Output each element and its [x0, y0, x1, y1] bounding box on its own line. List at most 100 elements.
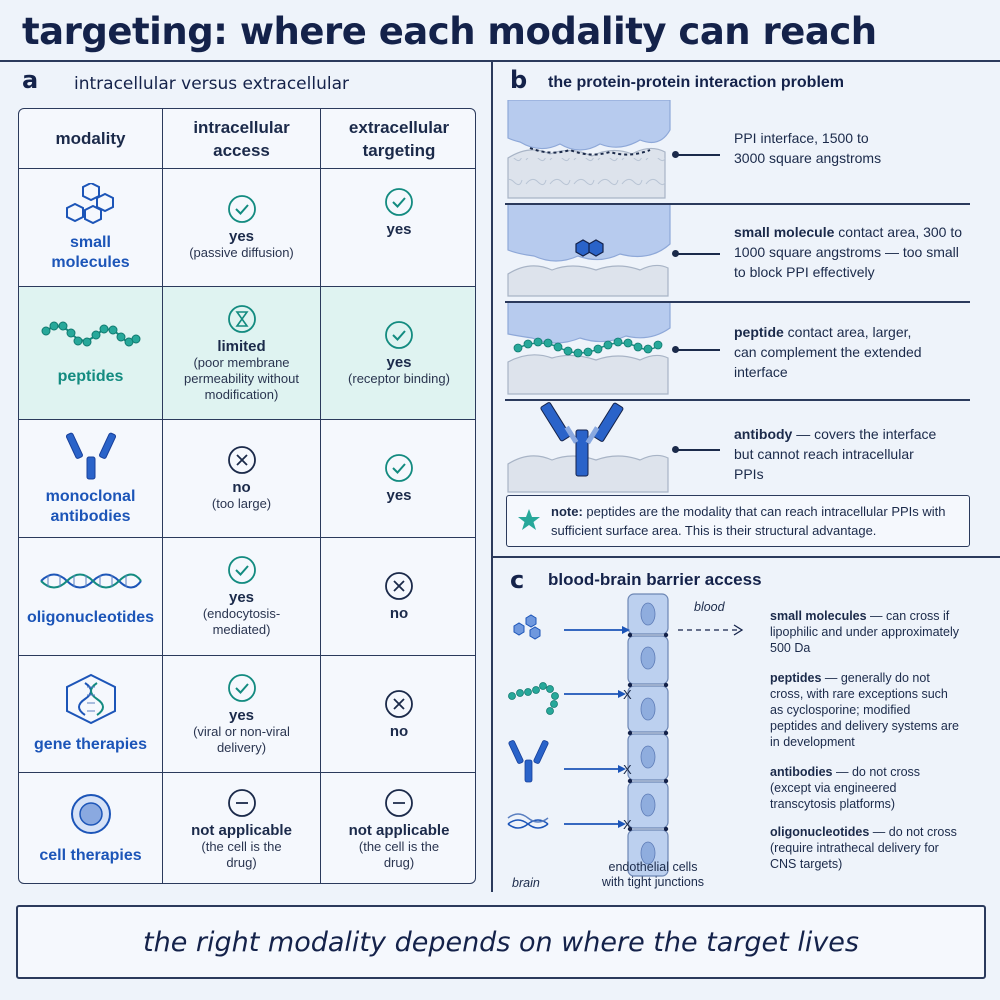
description-text: contact area, 300 to 1000 square angstro…: [734, 224, 963, 280]
check-icon: [227, 556, 256, 584]
note-text: peptides are the modality that can reach…: [551, 504, 946, 538]
intracellular-status: no: [232, 479, 251, 496]
antibody-icon: [65, 432, 116, 479]
check-icon: [227, 195, 256, 223]
description-text: PPI interface, 1500 to 3000 square angst…: [734, 130, 882, 166]
antibody-binding-illustration: [507, 402, 669, 493]
modality-name: oligonucleotides: [26, 608, 155, 626]
panel-divider-vertical: [491, 62, 493, 892]
peptide-description: peptide contact area, larger, can comple…: [734, 322, 934, 382]
ppi-interface-description: PPI interface, 1500 to 3000 square angst…: [734, 128, 884, 168]
item-bold: peptides: [770, 671, 822, 685]
extracellular-status: yes: [386, 221, 412, 238]
item-bold: antibodies: [770, 765, 833, 779]
intracellular-status: not applicable: [191, 821, 292, 839]
connector-line: [675, 253, 720, 255]
intracellular-status: yes: [228, 706, 255, 724]
peptide-chain-icon: [41, 321, 140, 347]
header-intracellular: intracellular access: [193, 117, 290, 160]
footer-banner: the right modality depends on where the …: [16, 905, 986, 979]
row-separator: [505, 203, 970, 205]
panel-a-title: intracellular versus extracellular: [74, 74, 349, 94]
description-bold: peptide: [734, 324, 784, 340]
panel-b-title: the protein-protein interaction problem: [548, 74, 845, 91]
connector-dot: [672, 346, 679, 353]
row-separator: [505, 399, 970, 401]
extracellular-note: (receptor binding): [348, 370, 450, 386]
intracellular-note: (poor membrane permeability without modi…: [184, 354, 299, 402]
item-bold: oligonucleotides: [770, 825, 870, 839]
bbb-item-antibodies: antibodies — do not cross (except via en…: [770, 764, 960, 812]
panel-b-letter: b: [510, 66, 528, 94]
connector-line: [675, 449, 720, 451]
ppi-interface-illustration: [507, 100, 671, 199]
small-molecule-icon: [513, 614, 541, 640]
small-molecule-description: small molecule contact area, 300 to 1000…: [734, 222, 974, 282]
intracellular-note: (passive diffusion): [189, 245, 294, 260]
note-box: note: peptides are the modality that can…: [506, 495, 970, 547]
title-divider: [0, 60, 1000, 62]
extracellular-status: no: [389, 722, 409, 740]
blood-label: blood: [694, 600, 725, 614]
minus-icon: [227, 788, 256, 817]
bbb-item-peptides: peptides — generally do not cross, with …: [770, 670, 960, 750]
small-molecule-binding-illustration: [507, 203, 671, 297]
modality-name: peptides: [57, 368, 124, 385]
antibody-description: antibody — covers the interface but cann…: [734, 424, 944, 484]
modality-name: gene therapies: [34, 736, 147, 753]
check-icon: [385, 320, 413, 349]
panel-a-letter: a: [22, 66, 39, 94]
modality-table: modality intracellular access extracellu…: [18, 108, 476, 884]
intracellular-note: (the cell is the drug): [201, 838, 282, 870]
ppi-illustrations: [507, 100, 671, 493]
page-title: targeting: where each modality can reach: [22, 10, 877, 53]
check-icon: [385, 454, 413, 482]
intracellular-status: limited: [217, 337, 266, 355]
bbb-item-small-molecules: small molecules — can cross if lipophili…: [770, 608, 960, 656]
connector-dot: [672, 446, 679, 453]
endothelial-cells: [627, 593, 669, 877]
item-text: — generally do not cross, with rare exce…: [770, 671, 959, 749]
item-bold: small molecules: [770, 609, 867, 623]
description-bold: antibody: [734, 426, 793, 442]
table-row: monoclonal antibodies no (too large) yes: [19, 420, 475, 538]
extracellular-status: yes: [386, 353, 412, 371]
modality-name: monoclonal antibodies: [45, 487, 136, 525]
block-mark: X: [623, 817, 632, 832]
minus-icon: [385, 788, 413, 817]
header-modality: modality: [55, 129, 126, 148]
modality-name: cell therapies: [39, 847, 142, 864]
connector-line: [675, 154, 720, 156]
item-text: — do not cross (require intrathecal deli…: [770, 825, 957, 871]
note-label: note:: [551, 504, 583, 519]
extracellular-status: not applicable: [348, 821, 450, 839]
connector-dot: [672, 151, 679, 158]
peptide-chain-icon: [508, 682, 559, 715]
brain-label: brain: [512, 876, 540, 890]
cross-icon: [385, 572, 413, 600]
check-icon: [227, 673, 256, 702]
description-bold: small molecule: [734, 224, 835, 240]
header-extracellular: extracellular targeting: [348, 117, 450, 160]
small-molecule-icon: [65, 182, 114, 224]
item-text: — do not cross (except via engineered tr…: [770, 765, 921, 811]
panel-divider-bc: [492, 556, 1000, 558]
cross-icon: [385, 689, 413, 718]
connector-line: [675, 349, 720, 351]
antibody-icon: [508, 740, 549, 783]
intracellular-status: yes: [228, 228, 255, 245]
check-icon: [385, 188, 413, 216]
block-mark: X: [623, 687, 632, 702]
intracellular-note: (viral or non-viral delivery): [193, 723, 290, 755]
endothelial-cells-label: endothelial cells with tight junctions: [601, 860, 705, 889]
panel-c-letter: c: [510, 566, 525, 594]
extracellular-status: yes: [386, 487, 412, 504]
peptide-binding-illustration: [507, 301, 671, 395]
extracellular-status: no: [389, 605, 409, 622]
table-row: gene therapies yes (viral or non-viral d…: [19, 656, 475, 773]
bbb-item-oligonucleotides: oligonucleotides — do not cross (require…: [770, 824, 960, 872]
block-mark: X: [623, 762, 632, 777]
footer-text: the right modality depends on where the …: [143, 926, 859, 958]
cross-icon: [227, 446, 256, 474]
extracellular-note: (the cell is the drug): [358, 838, 440, 870]
